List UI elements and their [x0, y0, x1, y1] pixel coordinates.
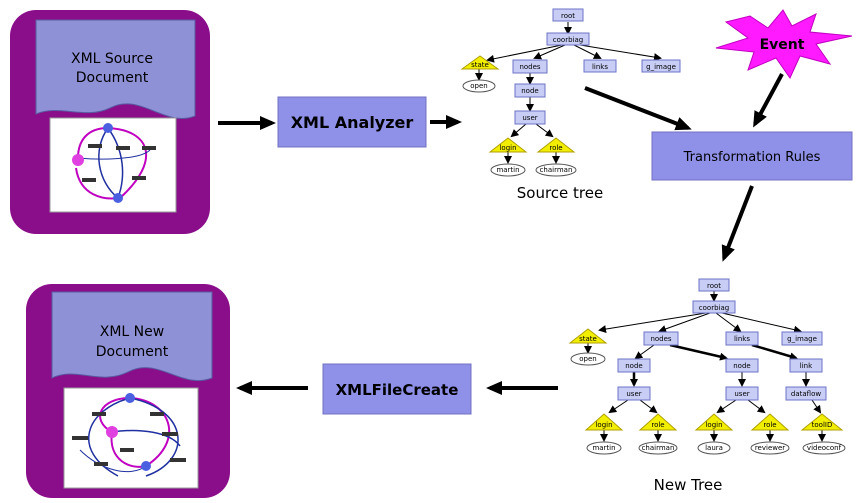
src-node-root: root	[561, 12, 575, 20]
src-node-node: node	[521, 87, 538, 95]
new-node-chairman: chairman	[642, 444, 675, 452]
new-node-login2: login	[705, 421, 722, 429]
new-node-gimage: g_image	[787, 335, 817, 343]
new-node-videoconf: videoconf	[807, 444, 842, 452]
transformation-rules-box: Transformation Rules	[651, 131, 853, 181]
new-node-role1: role	[651, 421, 664, 429]
transformation-rules-label: Transformation Rules	[683, 150, 821, 165]
src-node-login: login	[499, 144, 516, 152]
new-node-role2: role	[763, 421, 776, 429]
src-node-nodes: nodes	[519, 63, 540, 71]
xml-analyzer-label: XML Analyzer	[291, 113, 414, 132]
new-node-toolid: toolID	[812, 421, 833, 429]
source-tree: root coorbiag state open nodes links g_i…	[460, 8, 681, 177]
event-star: Event	[715, 9, 853, 80]
new-node-user1: user	[626, 390, 641, 398]
source-document-page	[35, 19, 196, 119]
new-node-login1: login	[595, 421, 612, 429]
src-node-user: user	[522, 114, 537, 122]
arrow-event-to-rules	[753, 73, 784, 128]
source-document-title-line2: Document	[76, 70, 149, 86]
src-node-open: open	[470, 82, 487, 90]
src-node-state: state	[471, 61, 489, 69]
source-graph-thumbnail	[49, 117, 177, 213]
src-node-coorbiag: coorbiag	[553, 36, 583, 44]
new-node-links: links	[734, 335, 750, 343]
new-node-open: open	[579, 355, 596, 363]
new-document-title-line1: XML New	[100, 324, 164, 340]
new-node-nodes: nodes	[650, 335, 671, 343]
new-node-dataflow: dataflow	[791, 390, 821, 398]
new-document-title-line2: Document	[96, 344, 169, 360]
new-node-martin: martin	[592, 444, 615, 452]
new-node-link: link	[800, 362, 813, 370]
new-document: XML New Document	[26, 284, 230, 498]
source-document-title-line1: XML Source	[71, 51, 153, 67]
xml-file-create-box: XMLFileCreate	[322, 363, 472, 415]
src-node-martin: martin	[496, 166, 519, 174]
new-tree-caption: New Tree	[654, 476, 723, 494]
xml-analyzer-box: XML Analyzer	[277, 96, 427, 148]
new-graph-thumbnail	[63, 387, 199, 489]
new-node-node1: node	[625, 362, 642, 370]
src-node-gimage: g_image	[646, 63, 676, 71]
event-label: Event	[760, 37, 805, 53]
new-node-laura: laura	[705, 444, 723, 452]
src-node-links: links	[592, 63, 608, 71]
xml-file-create-label: XMLFileCreate	[336, 381, 459, 399]
new-node-reviewer: reviewer	[755, 444, 785, 452]
arrow-rules-to-newtree	[721, 185, 754, 262]
new-node-node2: node	[733, 362, 750, 370]
source-tree-caption: Source tree	[517, 184, 603, 202]
new-tree: root coorbiag state open nodes links g_i…	[568, 278, 846, 455]
source-document: XML Source Document	[10, 10, 210, 234]
new-document-page	[51, 291, 213, 382]
new-node-coorbiag: coorbiag	[699, 304, 729, 312]
new-node-state: state	[579, 335, 597, 343]
src-node-chairman: chairman	[540, 166, 573, 174]
arrow-tree-to-rules	[584, 86, 692, 131]
new-node-user2: user	[734, 390, 749, 398]
new-node-root: root	[707, 282, 721, 290]
src-node-role: role	[549, 144, 562, 152]
